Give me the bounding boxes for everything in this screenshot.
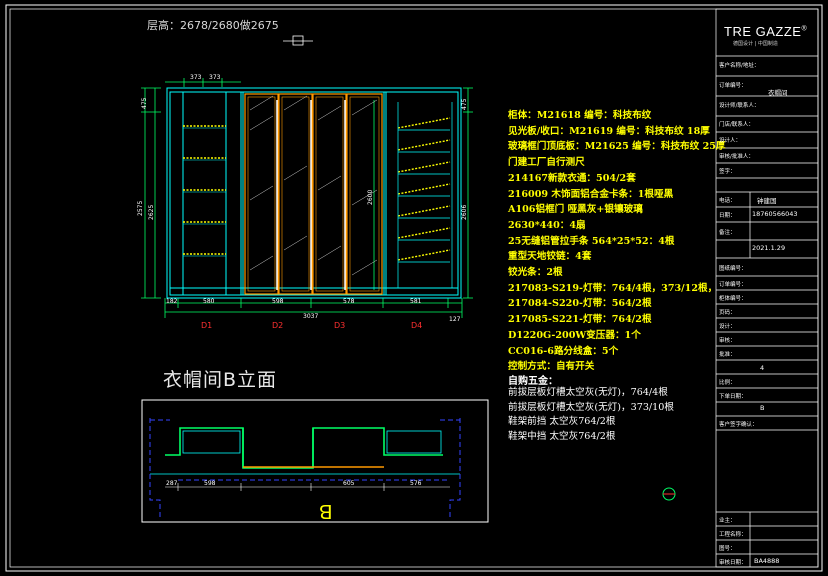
dim-bottom-3: 598 — [272, 298, 284, 305]
tb-row: 订单编号： — [719, 282, 747, 288]
ucs-icon — [283, 35, 313, 46]
tb-date: 2021.1.29 — [752, 244, 786, 252]
tb-row: 批准： — [719, 352, 736, 358]
dim-mid-height: 2600 — [367, 189, 374, 205]
hardware-item: 前拔层板灯槽太空灰(无灯)，764/4根 — [508, 387, 668, 398]
cabinet-elevation — [141, 78, 473, 318]
tb-row: 图纸编号： — [719, 266, 747, 272]
brand-tagline: 德国设计 | 中国制造 — [733, 41, 778, 47]
tb-row: 审核： — [719, 338, 736, 344]
tb-bottom-row: 审核日期： — [719, 560, 747, 566]
tb-bottom-value: BA4888 — [754, 557, 780, 565]
dim-overall-width: 3037 — [303, 313, 319, 320]
note-line: 重型天地铰链：4套 — [508, 251, 592, 263]
cabinet-plan-view — [141, 399, 489, 523]
tb-row: 备注： — [719, 230, 736, 236]
note-line: 门建工厂自行测尺 — [508, 157, 585, 169]
plan-dim-2: 598 — [204, 480, 216, 487]
note-line: 玻璃框门顶底板：M21625 编号：科技布纹 25厚 — [508, 141, 726, 153]
note-line: 217085-S221-灯带：764/2根 — [508, 314, 652, 326]
sheet-outer-border — [5, 4, 823, 572]
hardware-list: 前拔层板灯槽太空灰(无灯)，764/4根 前拔层板灯槽太空灰(无灯)，373/1… — [508, 386, 674, 444]
door-label-d4: D4 — [411, 321, 423, 330]
tb-row: 比例： — [719, 380, 736, 386]
note-line: 217084-S220-灯带：564/2根 — [508, 298, 652, 310]
material-notes: 柜体：M21618 编号：科技布纹 见光板/收口：M21619 编号：科技布纹 … — [508, 108, 726, 375]
dim-right-2: 2606 — [461, 204, 468, 220]
note-line: CC016-6路分线盒：5个 — [508, 345, 619, 357]
tb-bottom-row: 业主： — [719, 518, 736, 524]
tb-project: 衣帽间 — [768, 89, 788, 97]
floor-height-note: 层高：2678/2680做2675 — [147, 19, 279, 32]
tb-row: 订单编号： — [719, 83, 747, 89]
dim-bottom-6: 127 — [449, 316, 461, 323]
viewcube-icon[interactable] — [662, 487, 676, 501]
note-line: 25无缝铝管拉手条 564*25*52：4根 — [508, 235, 675, 247]
note-line: 铰光条：2根 — [508, 267, 563, 279]
tb-sheet: B — [760, 404, 765, 412]
note-line: 控制方式：自有开关 — [508, 361, 595, 373]
note-line: 见光板/收口：M21619 编号：科技布纹 18厚 — [508, 125, 710, 137]
tb-row: 下单日期： — [719, 394, 747, 400]
dim-bottom-2: 580 — [203, 298, 215, 305]
tb-row: 门店/联系人： — [719, 122, 754, 128]
note-line: 217083-S219-灯带：764/4根，373/12根， — [508, 282, 718, 294]
brand-logo: TRE GAZZE® — [724, 24, 807, 39]
dim-bottom-5: 581 — [410, 298, 422, 305]
note-line: 214167新款衣通：504/2套 — [508, 172, 636, 184]
tb-page: 4 — [760, 364, 765, 372]
tb-row: 客户名称/地址： — [719, 63, 760, 69]
title-block — [715, 8, 819, 568]
drawing-title: 衣帽间B立面 — [163, 369, 278, 391]
tb-row: 柜体编号： — [719, 296, 747, 302]
note-line: A106铝框门 哑黑灰+银镶玻璃 — [508, 204, 643, 216]
note-line: D1220G-200W变压器：1个 — [508, 329, 641, 341]
dim-left-2: 2575 — [137, 200, 144, 216]
registered-mark: ® — [801, 25, 808, 33]
plan-dim-1: 287 — [166, 480, 178, 487]
dim-left-3: 2625 — [148, 204, 155, 220]
note-line: 柜体：M21618 编号：科技布纹 — [508, 110, 652, 121]
door-label-d1: D1 — [201, 321, 213, 330]
tb-bottom-row: 图号： — [719, 546, 736, 552]
tb-row: 审核/批准人： — [719, 154, 754, 160]
dim-left-1: 475 — [141, 97, 148, 109]
door-label-d2: D2 — [272, 321, 284, 330]
tb-row: 签字： — [719, 169, 736, 175]
tb-row: 设计： — [719, 324, 736, 330]
tb-bottom-row: 工程名称： — [719, 532, 747, 538]
dim-top-1: 373 — [190, 74, 202, 81]
tb-row: 设计人： — [719, 138, 742, 144]
note-line: 2630*440：4扇 — [508, 219, 586, 231]
hardware-item: 鞋架中挡 太空灰764/2根 — [508, 430, 616, 442]
tb-designer: 钟建国 — [757, 197, 777, 205]
dim-bottom-1: 182 — [166, 298, 178, 305]
tb-row: 页码： — [719, 310, 736, 316]
plan-view-label: B — [319, 500, 333, 522]
note-line: 216009 木饰面铝合金卡条：1根哑黑 — [508, 188, 674, 200]
dim-top-2: 373 — [209, 74, 221, 81]
plan-dim-4: 576 — [410, 480, 422, 487]
tb-row: 电话： — [719, 198, 736, 204]
tb-phone: 18760566043 — [752, 210, 798, 218]
hardware-item: 前拔层板灯槽太空灰(无灯)，373/10根 — [508, 401, 674, 413]
tb-row: 日期： — [719, 213, 736, 219]
brand-logo-text: TRE GAZZE — [724, 24, 802, 39]
dim-bottom-4: 578 — [343, 298, 355, 305]
tb-row: 设计师/联系人： — [719, 103, 760, 109]
door-label-d3: D3 — [334, 321, 346, 330]
tb-row: 客户签字确认： — [719, 422, 758, 428]
plan-dim-3: 605 — [343, 480, 355, 487]
dim-right-1: 475 — [461, 98, 468, 110]
hardware-title: 自购五金： — [508, 376, 558, 387]
hardware-item: 鞋架前挡 太空灰764/2根 — [508, 416, 616, 427]
